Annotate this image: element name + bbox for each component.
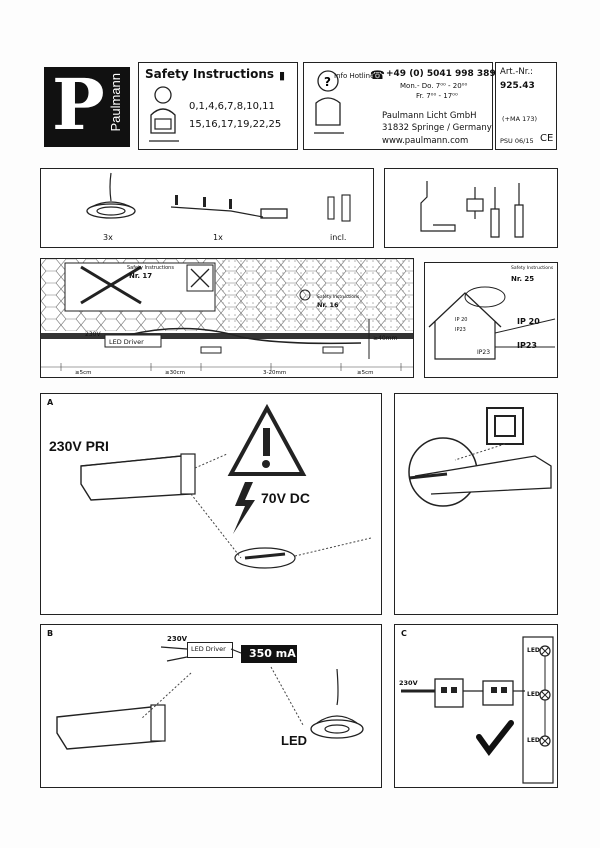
installation-diagram-box: Safety Instructions Nr. 17 Safety Instru… [40,258,414,378]
panel-b-led-spot-drawing [310,668,364,739]
panel-c-volt: 230V [399,679,418,687]
panel-b: B 230V LED Driver 350 mA LED [40,624,382,788]
ceiling-insulation-diagram [41,259,413,371]
article-number: 925.43 [500,81,535,91]
panel-a-diagram [80,403,372,569]
safety-label-17: Safety Instructions [127,265,174,271]
pri-label: 230V PRI [49,438,109,454]
dim-50-right: ≥5cm [357,370,374,376]
safety-instructions-box: Safety Instructions ▮ 0,1,4,6,7,8,10,11 … [138,62,298,150]
dim-50-left: ≥5cm [75,370,92,376]
safety-numbers-line1: 0,1,4,6,7,8,10,11 [189,101,275,112]
tools-icon [420,181,524,238]
company-website[interactable]: www.paulmann.com [382,136,469,146]
panel-b-driver-label: LED Driver [191,645,226,653]
cable-drawing [234,547,296,569]
ip23-house: IP23 [477,349,491,356]
qty-driver: 1x [213,233,223,242]
ma-code: (+MA 173) [502,115,538,123]
panel-b-volt: 230V [167,635,188,643]
reading-person-icon [149,86,179,142]
hours-weekday: Mon.- Do. 7⁰⁰ - 20⁰⁰ [400,82,468,90]
package-contents-box: 3x 1x incl. [40,168,374,248]
panel-c-led-1: LED [527,647,540,654]
logo-brand-name: Paulmann [108,73,123,132]
ip20-label: IP 20 [517,317,540,326]
safety-label-25: Safety Instructions [511,266,554,271]
ip-zone-box: Safety Instructions Nr. 25 IP 20 IP23 IP… [424,262,558,378]
ip20-small: IP 20 [455,317,468,323]
safety-nr-16: Nr. 16 [317,301,339,309]
info-hotline-label: Info Hotline [334,72,375,80]
driver-cable-icon [170,195,288,219]
hotline-box: ? Info Hotline ☎ +49 (0) 5041 998 389 Mo… [303,62,496,150]
panel-c: C 230V LED LED LED [394,624,558,788]
company-address: 31832 Springe / Germany [382,123,492,133]
logo-letter: P [52,63,105,146]
safety-title: Safety Instructions [145,67,275,81]
article-box: Art.-Nr.: 925.43 (+MA 173) PSU 06/15 CE [495,62,557,150]
paulmann-logo: P Paulmann [44,63,130,147]
hours-friday: Fr. 7⁰⁰ - 17⁰⁰ [416,92,458,100]
safety-label-16: Safety Instructions [317,295,360,300]
dim-range: 3-20mm [263,370,287,376]
high-voltage-bolt-icon [233,482,255,534]
panel-c-led-2: LED [527,691,540,698]
wiring-diagram [401,636,554,784]
question-person-icon: ? [314,70,344,134]
dim-30: ≥30cm [165,370,185,376]
current-badge: 350 mA [241,645,297,663]
svg-text:?: ? [324,75,331,89]
phone-icon: ☎ [370,68,385,82]
panel-c-label: C [401,629,407,638]
install-driver-label: LED Driver [109,338,144,346]
led-driver-drawing [80,453,196,501]
booklet-icon: ▮ [279,69,286,82]
company-name: Paulmann Licht GmbH [382,111,477,121]
ce-mark: CE [540,133,554,144]
panel-c-led-3: LED [527,737,540,744]
qty-lights: 3x [103,233,113,242]
house-ip-diagram [428,286,556,360]
panel-a: A 230V PRI 70V DC [40,393,382,615]
dc-label: 70V DC [261,490,311,506]
safety-nr-17: Nr. 17 [129,272,153,280]
panel-b-label: B [47,629,54,638]
screw-anchor-icon [327,194,351,222]
warning-triangle-icon [227,403,307,476]
panel-b-led-label: LED [281,733,307,748]
dim-height: ≥40mm [373,335,398,342]
included-label: incl. [330,233,347,242]
ip23-small: IP23 [455,327,466,333]
panel-b-diagram [56,646,364,750]
insulated-cable-diagram [408,407,552,507]
panel-a-label: A [47,398,54,407]
checkmark-icon [476,720,514,757]
article-label: Art.-Nr.: [500,67,534,77]
hotline-phone: +49 (0) 5041 998 389 [386,69,496,79]
safety-nr-25: Nr. 25 [511,275,535,283]
psu-code: PSU 06/15 [500,137,534,145]
double-insulation-panel [394,393,558,615]
current-label: 350 mA [249,647,296,660]
safety-numbers-line2: 15,16,17,19,22,25 [189,119,282,130]
panel-b-driver-drawing [56,704,166,750]
recessed-light-icon [86,172,136,219]
ip23-label: IP23 [517,341,537,350]
install-volt-label: 230V [85,331,101,338]
tools-box [384,168,558,248]
